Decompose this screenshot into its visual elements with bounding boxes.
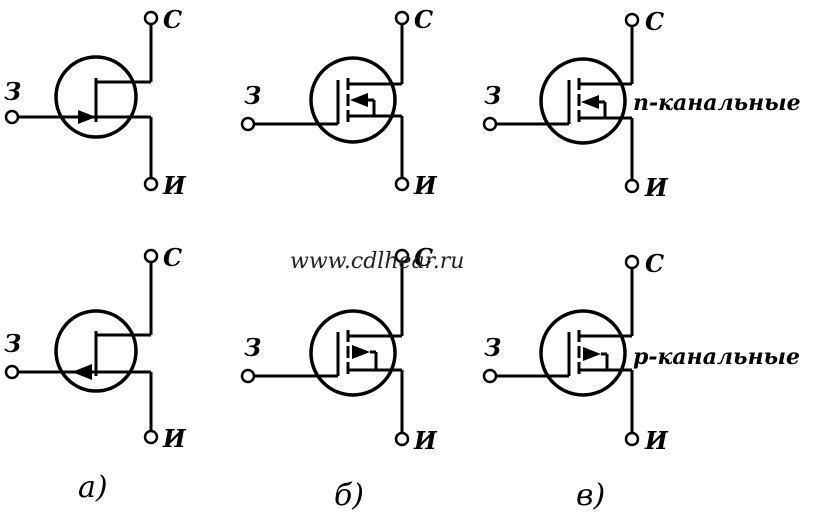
gate-label: З [244,81,261,110]
drain-terminal [624,12,640,28]
source-label: И [644,173,669,202]
gate-label: З [484,333,501,362]
gate-label: З [244,333,261,362]
source-label: И [644,426,669,455]
drain-terminal [394,248,410,264]
transistor-envelope [309,309,397,397]
gate-terminal [4,109,20,125]
source-terminal [143,176,159,192]
transistor-envelope [54,55,138,139]
substrate-arrow [352,345,370,359]
gate-label: З [4,329,21,358]
drain-terminal [394,10,410,26]
drain-label: С [414,5,433,34]
gate-arrow [78,110,96,124]
transistor-a-n: С И З [4,5,187,200]
transistor-v-p: С И З p-канальные [482,249,800,455]
caption-v: в) [576,478,605,513]
drain-terminal [143,248,159,264]
transistor-v-n: С И З n-канальные [482,7,801,202]
source-terminal [624,431,640,447]
caption-a: а) [78,470,108,505]
source-label: И [162,171,187,200]
gate-label: З [4,77,21,106]
source-label: И [413,426,438,455]
gate-terminal [482,116,498,132]
transistor-a-p: С И З [4,243,187,453]
substrate-arrow [583,347,601,361]
watermark-text: www.cdlhear.ru [290,249,464,274]
source-label: И [413,171,438,200]
gate-terminal [482,368,498,384]
drain-terminal [624,254,640,270]
drain-label: С [163,243,182,272]
transistor-envelope [539,57,627,145]
source-label: И [162,424,187,453]
transistor-envelope [54,309,138,393]
source-terminal [394,431,410,447]
source-terminal [624,178,640,194]
substrate-arrow [350,93,368,107]
drain-label: С [414,243,433,272]
transistor-envelope [539,309,627,397]
gate-arrow [72,364,92,380]
drain-label: С [645,249,664,278]
transistor-b-n: С И З [240,5,438,200]
gate-label: З [484,81,501,110]
drain-label: С [163,5,182,34]
transistor-b-p: С И З [240,243,438,455]
transistor-envelope [309,56,397,144]
gate-terminal [4,364,20,380]
gate-terminal [240,116,256,132]
source-terminal [394,176,410,192]
substrate-arrow [581,95,599,109]
p-channel-label: p-канальные [633,344,800,370]
gate-terminal [240,368,256,384]
drain-label: С [645,7,664,36]
drain-terminal [143,10,159,26]
n-channel-label: n-канальные [633,90,801,116]
caption-b: б) [334,478,364,513]
source-terminal [143,429,159,445]
